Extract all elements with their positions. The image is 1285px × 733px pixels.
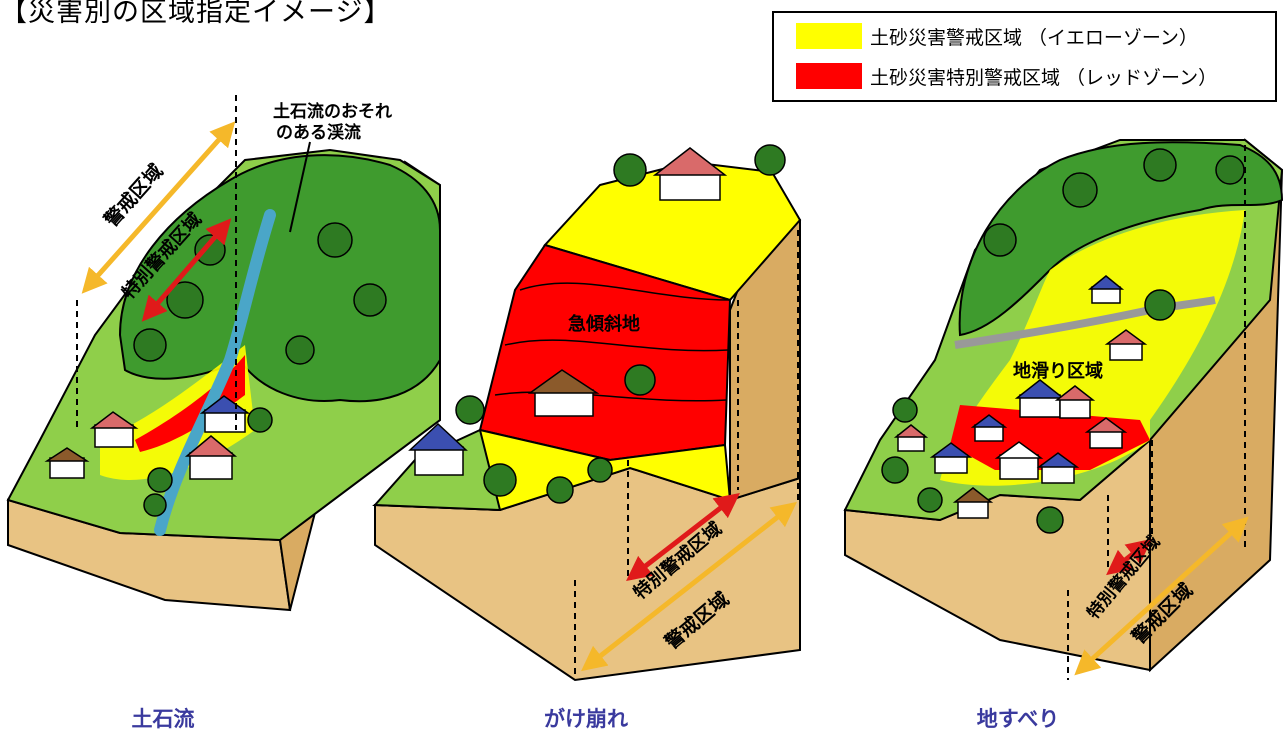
- legend-label-red: 土砂災害特別警戒区域 （レッドゾーン）: [870, 66, 1218, 89]
- houses-2: [408, 147, 728, 476]
- road-3: [954, 296, 1216, 349]
- warning-arrow-3: [1074, 516, 1249, 676]
- legend-item-yellow: 土砂災害警戒区域 （イエローゾーン）: [796, 21, 1198, 51]
- steep-slope-label: 急傾斜地: [568, 313, 640, 335]
- stream-1: [154, 209, 276, 536]
- legend-item-red: 土砂災害特別警戒区域 （レッドゾーン）: [796, 61, 1217, 91]
- legend-swatch-yellow: [796, 23, 862, 49]
- panel-debris-flow: 土石流のおそれ のある渓流 警戒区域 特別警戒区域: [6, 95, 441, 612]
- caption-landslide: 地すべり: [976, 707, 1060, 731]
- caption-debris-flow: 土石流: [131, 707, 195, 731]
- legend-swatch-red: [796, 63, 862, 89]
- zone-red-1: [135, 355, 245, 452]
- zone-red-3: [950, 405, 1150, 470]
- slope-lines-2: [494, 282, 731, 402]
- landslide-area-label: 地滑り区域: [1013, 360, 1103, 382]
- legend-label-yellow: 土砂災害警戒区域 （イエローゾーン）: [870, 26, 1198, 49]
- forest-1: [118, 154, 441, 403]
- page-title: 【災害別の区域指定イメージ】: [0, 0, 392, 28]
- warning-arrow-1: [81, 121, 236, 294]
- legend: 土砂災害警戒区域 （イエローゾーン） 土砂災害特別警戒区域 （レッドゾーン）: [772, 11, 1277, 102]
- trees-2: [455, 144, 786, 504]
- houses-1: [44, 395, 251, 480]
- stream-note-line1: 土石流のおそれ: [273, 101, 392, 122]
- warning-label-1: 警戒区域: [100, 159, 168, 231]
- houses-3: [893, 275, 1148, 519]
- special-arrow-1: [141, 218, 232, 322]
- stream-note-line2: のある渓流: [276, 122, 361, 143]
- warning-arrow-2: [581, 501, 797, 672]
- panel-landslide: 地滑り区域 特別警戒区域 警戒区域: [843, 138, 1284, 680]
- trees-3: [881, 148, 1245, 534]
- panel-slope-failure: 急傾斜地 特別警戒区域 警戒区域: [372, 144, 802, 682]
- caption-slope-failure: がけ崩れ: [544, 707, 628, 731]
- pointer-line-1: [289, 141, 311, 233]
- forest-3: [958, 141, 1284, 337]
